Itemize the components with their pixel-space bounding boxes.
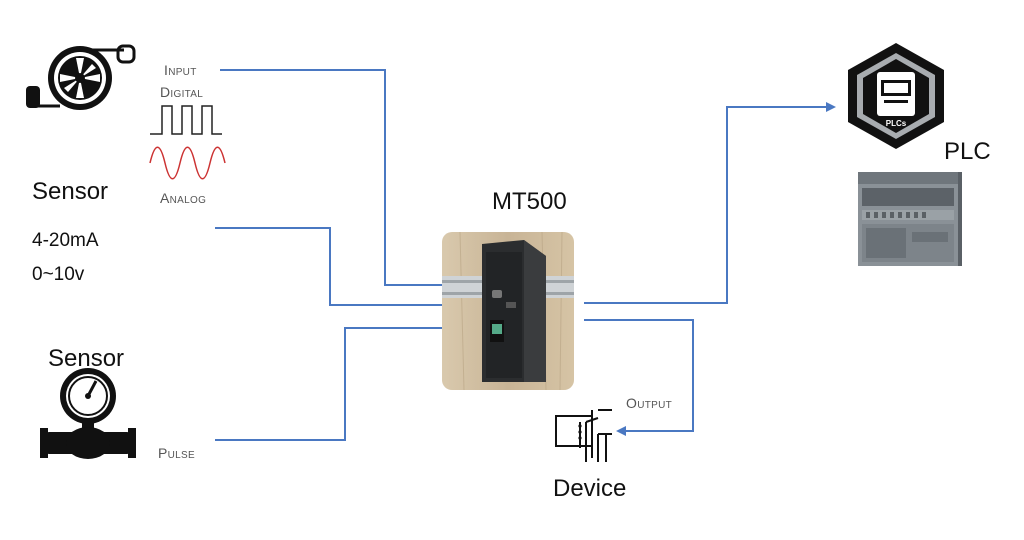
- arrow-output: [616, 426, 626, 436]
- input-label: Input: [164, 62, 197, 78]
- mt500-device-photo: [442, 232, 574, 390]
- range-voltage-label: 0~10v: [32, 264, 85, 285]
- analog-wave: [149, 146, 226, 180]
- relay-device-icon: [555, 409, 612, 462]
- wire-plc: [584, 106, 830, 304]
- plc-hardware-unit: [858, 172, 962, 266]
- wire-pulse: [215, 327, 445, 441]
- wire-input: [220, 69, 445, 286]
- plc-title: PLC: [944, 138, 991, 165]
- device-title: Device: [553, 475, 627, 502]
- fan-sensor-icon: [26, 44, 136, 110]
- wire-output: [584, 319, 694, 432]
- range-current-label: 4-20mA: [32, 230, 99, 251]
- digital-wave: [150, 105, 222, 135]
- plc-badge-label: PLCs: [886, 119, 907, 128]
- arrow-plc: [826, 102, 836, 112]
- output-label: Output: [626, 395, 673, 411]
- pulse-label: Pulse: [158, 445, 195, 461]
- wire-sensor: [215, 227, 445, 306]
- plc-hexagon-icon: PLCs: [848, 43, 944, 149]
- analog-label: Analog: [160, 190, 207, 206]
- sensor-top-label: Sensor: [32, 178, 109, 205]
- digital-label: Digital: [160, 84, 204, 100]
- pressure-gauge-icon: [40, 368, 136, 459]
- mt500-title: MT500: [492, 188, 567, 215]
- sensor-bottom-label: Sensor: [48, 345, 125, 372]
